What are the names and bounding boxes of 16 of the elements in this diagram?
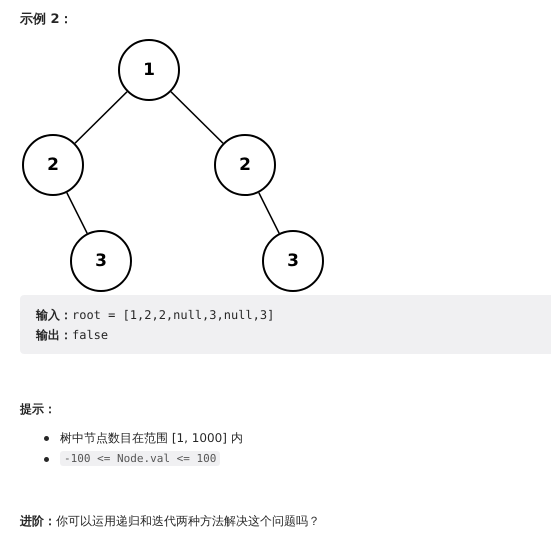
tree-node-circle: 2 bbox=[214, 134, 276, 196]
heading: 示例 2： bbox=[20, 11, 73, 28]
tree-edge bbox=[170, 91, 224, 144]
tree-edge bbox=[258, 192, 280, 234]
code-line: 输入：root = [1,2,2,null,3,null,3] bbox=[36, 307, 274, 324]
tree-node-circle: 1 bbox=[118, 39, 180, 101]
tree-node-circle: 3 bbox=[70, 230, 132, 292]
inline-code: -100 <= Node.val <= 100 bbox=[60, 451, 220, 466]
tree-edge bbox=[66, 192, 88, 234]
tree-edge bbox=[74, 91, 128, 144]
tree-node-circle: 2 bbox=[22, 134, 84, 196]
text: 树中节点数目在范围 [1, 1000] 内 bbox=[60, 430, 243, 447]
text: 提示： bbox=[20, 401, 56, 418]
code-line: 输出：false bbox=[36, 327, 108, 344]
tree-node-circle: 3 bbox=[262, 230, 324, 292]
text: 进阶：你可以运用递归和迭代两种方法解决这个问题吗？ bbox=[20, 513, 320, 530]
